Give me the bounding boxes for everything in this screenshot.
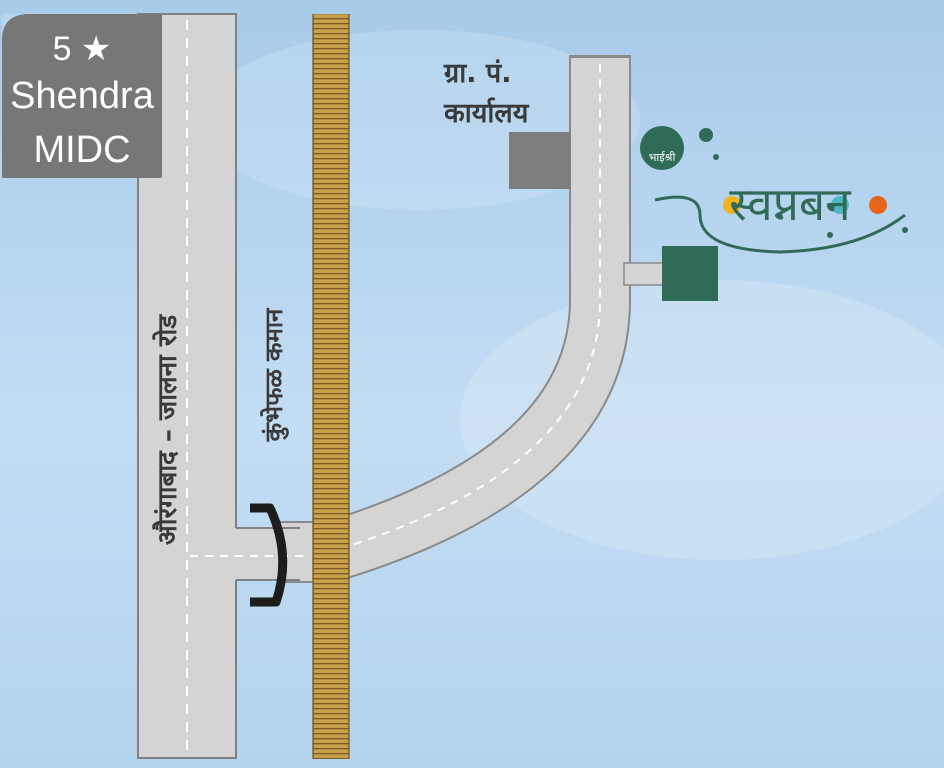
logo-swirl-icon [654, 195, 906, 254]
logo-dot-icon [713, 154, 719, 160]
logo-small-text: भाईश्री [649, 151, 676, 164]
logo-dot-icon [699, 128, 713, 142]
branch-road [280, 55, 631, 583]
logo-cyan-dot [831, 196, 849, 214]
arch-label: कुंभेफळ कमान [260, 307, 289, 442]
logo-circle-icon [640, 126, 684, 170]
main-road [137, 13, 314, 759]
sign-line-1: 5 ★ [53, 30, 112, 68]
office-label-line1: ग्रा. पं. [443, 58, 511, 89]
logo-big-text: स्वप्नबन [729, 177, 852, 231]
office-building-block [509, 132, 571, 189]
shendra-midc-sign: 5 ★ Shendra MIDC [2, 14, 162, 178]
gram-panchayat-office: ग्रा. पं. कार्यालय [443, 58, 571, 189]
railway-track [312, 14, 350, 759]
arch-gate-icon [250, 503, 288, 607]
logo-orange-dot [869, 196, 887, 214]
office-label-line2: कार्यालय [443, 97, 530, 129]
spur-road [623, 262, 665, 286]
bhaishri-swapnaban-logo: भाईश्री स्वप्नबन [640, 126, 908, 254]
main-road-label: औरंगाबाद – जालना रोड [152, 314, 183, 545]
logo-yellow-dot [723, 196, 741, 214]
sign-line-3: MIDC [33, 129, 130, 171]
destination-block [662, 246, 718, 301]
sign-line-2: Shendra [10, 75, 155, 117]
